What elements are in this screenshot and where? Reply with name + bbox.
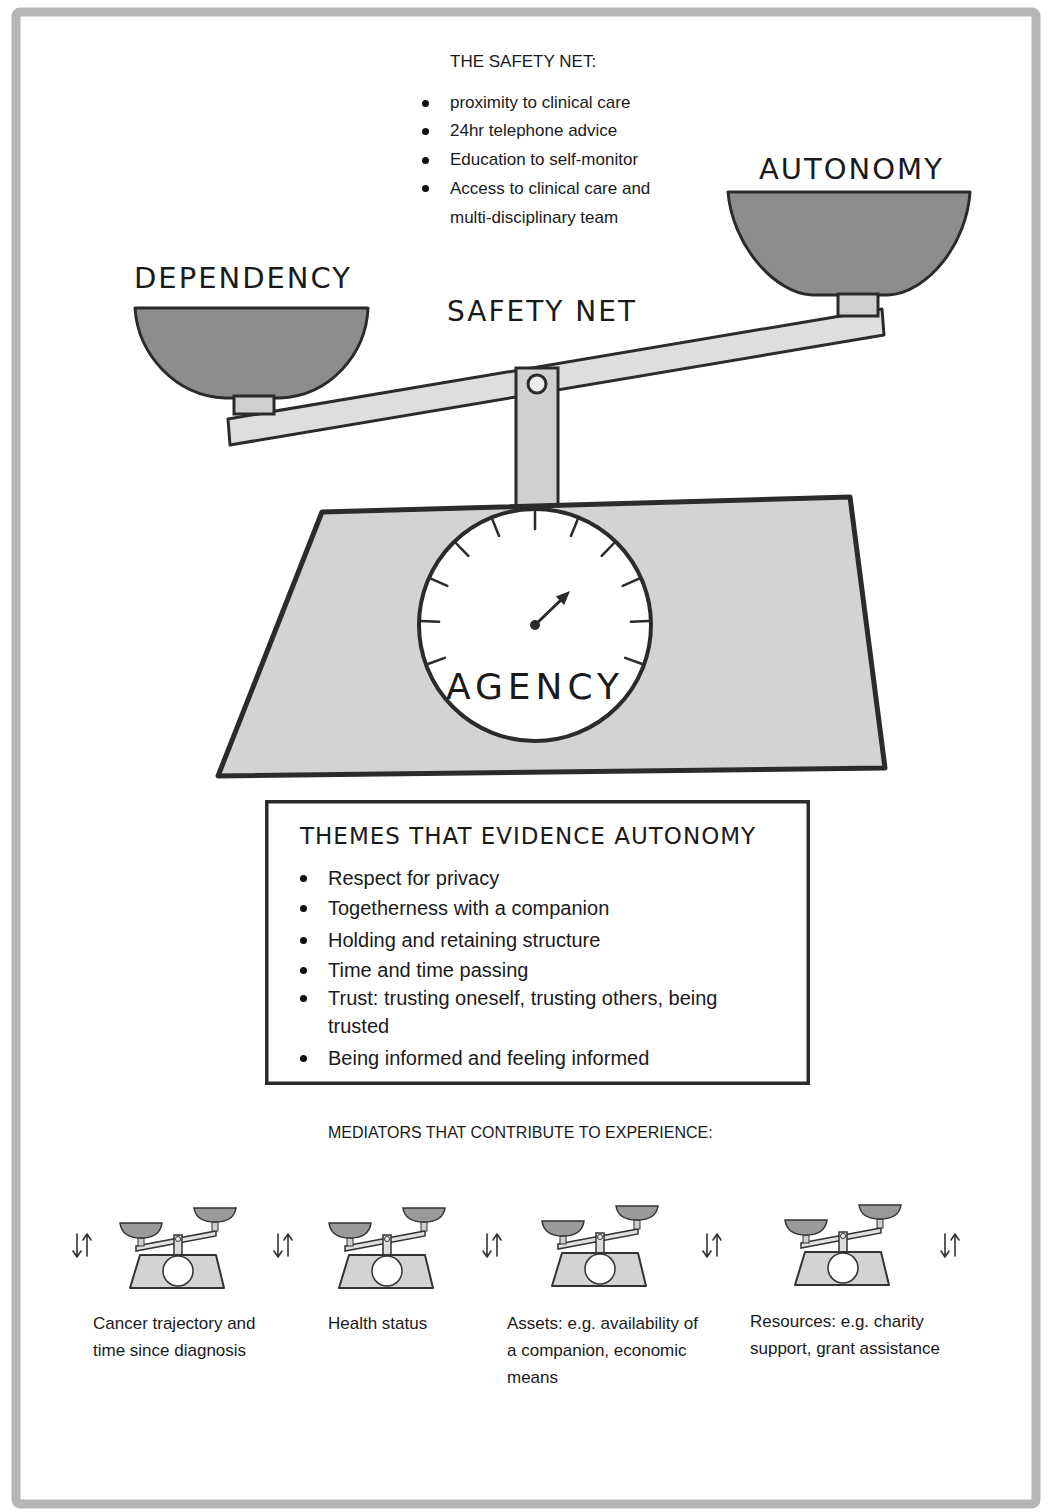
mini-scale [329, 1208, 445, 1288]
up-down-arrows [483, 1234, 501, 1257]
dial-tick [602, 543, 615, 556]
bullet-dot [300, 937, 307, 944]
list-item: 24hr telephone advice [450, 117, 710, 145]
dial-tick [492, 519, 499, 536]
theme-item: Holding and retaining structure [328, 926, 768, 954]
mini-scale [120, 1208, 236, 1288]
dial-tick [431, 579, 447, 586]
box-heading: THEMES THAT EVIDENCE AUTONOMY [300, 818, 805, 854]
dial-needle [535, 598, 563, 625]
pan-label: DEPENDENCY [134, 260, 374, 296]
bullet-dot [300, 967, 307, 974]
pan-stem [838, 294, 878, 316]
bullet-dot [422, 185, 429, 192]
up-down-arrows [941, 1234, 959, 1257]
agency-dial: AGENCY [415, 505, 655, 745]
dial-tick [631, 620, 649, 623]
section-heading: MEDIATORS THAT CONTRIBUTE TO EXPERIENCE: [328, 1122, 788, 1144]
beam-label: SAFETY NET [447, 296, 707, 328]
list-item: Education to self-monitor [450, 146, 710, 174]
theme-item: Trust: trusting oneself, trusting others… [328, 984, 768, 1040]
scale-caption: Cancer trajectory and time since diagnos… [93, 1310, 273, 1364]
mini-scale [542, 1206, 658, 1286]
dependency-pan: DEPENDENCY [130, 256, 380, 418]
bullet-dot [422, 157, 429, 164]
box-outline [267, 802, 809, 1084]
dial-tick [571, 519, 578, 536]
up-down-arrows [73, 1234, 91, 1257]
dial-tick [456, 543, 469, 556]
dial-tick [623, 579, 639, 586]
bullet-dot [300, 875, 307, 882]
list-item: proximity to clinical care [450, 89, 710, 117]
scale-caption: Assets: e.g. availability of a companion… [507, 1310, 705, 1391]
scale-caption: Resources: e.g. charity support, grant a… [750, 1308, 945, 1362]
needle-head [556, 591, 570, 605]
mini-scale [785, 1205, 901, 1285]
bullet-dot [422, 100, 429, 107]
theme-item: Time and time passing [328, 956, 768, 984]
themes-box: THEMES THAT EVIDENCE AUTONOMY Respect for… [265, 800, 810, 1085]
theme-item: Respect for privacy [328, 864, 768, 892]
dial-tick [625, 658, 642, 664]
dial-label: AGENCY [415, 665, 655, 709]
pan-label: AUTONOMY [759, 151, 974, 187]
list-item: Access to clinical care and multi-discip… [450, 174, 680, 232]
theme-item: Being informed and feeling informed [328, 1044, 768, 1072]
bullet-dot [300, 995, 307, 1002]
page-frame [16, 12, 1036, 1504]
needle-hub [530, 620, 540, 630]
bullet-dot [300, 905, 307, 912]
scale-post [516, 368, 558, 515]
node-shape [415, 505, 655, 745]
pan-stem [234, 396, 274, 414]
dial-tick [421, 620, 439, 623]
bullet-dot [300, 1055, 307, 1062]
scale-pivot [528, 375, 546, 393]
scale-caption: Health status [328, 1310, 488, 1337]
scale-base [218, 497, 885, 776]
autonomy-pan: AUTONOMY [723, 143, 978, 323]
pan-bowl [135, 308, 368, 398]
bullet-dot [422, 128, 429, 135]
dial-tick [428, 658, 445, 664]
up-down-arrows [274, 1234, 292, 1257]
up-down-arrows [703, 1234, 721, 1257]
dial-tick [534, 511, 537, 529]
pan-bowl [728, 192, 970, 295]
theme-item: Togetherness with a companion [328, 894, 768, 922]
list-heading: THE SAFETY NET: [450, 48, 750, 76]
